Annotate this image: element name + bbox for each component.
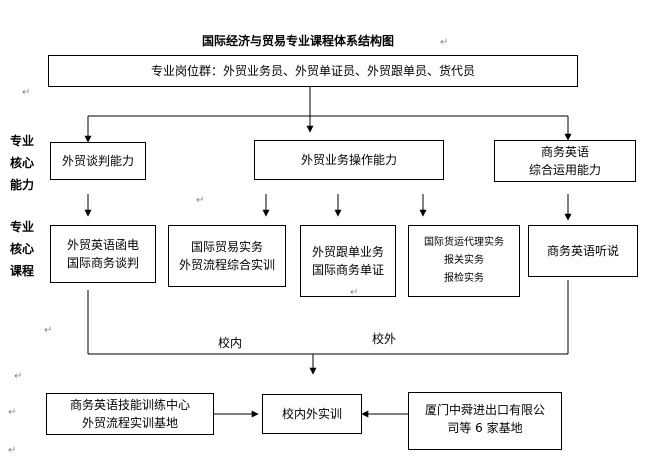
training-box-center: 校内外实训 [262,394,362,434]
ability-negotiation-box: 外贸谈判能力 [50,142,146,180]
course-box-correspondence: 外贸英语函电 国际商务谈判 [50,225,156,283]
course-box-listening: 商务英语听说 [528,225,638,277]
label-inside: 校内 [218,336,243,350]
ability-english-box: 商务英语 综合运用能力 [494,140,636,182]
label-outside: 校外 [372,332,397,346]
diagram-title: 国际经济与贸易专业课程体系结构图 [202,34,395,48]
base-box-campus: 商务英语技能训练中心 外贸流程实训基地 [46,393,214,435]
base-box-enterprise: 厦门中舜进出口有限公 司等 6 家基地 [408,392,562,450]
course-box-freight: 国际货运代理实务 报关实务 报检实务 [408,225,520,297]
course-box-documentation: 外贸跟单业务 国际商务单证 [300,225,396,297]
ability-operation-box: 外贸业务操作能力 [254,140,444,180]
side-label-courses: 专业 核心 课程 [10,220,35,278]
course-box-trade-practice: 国际贸易实务 外贸流程综合实训 [168,225,286,287]
side-label-ability: 专业 核心 能力 [10,134,35,192]
positions-box: 专业岗位群：外贸业务员、外贸单证员、外贸跟单员、货代员 [48,55,578,87]
